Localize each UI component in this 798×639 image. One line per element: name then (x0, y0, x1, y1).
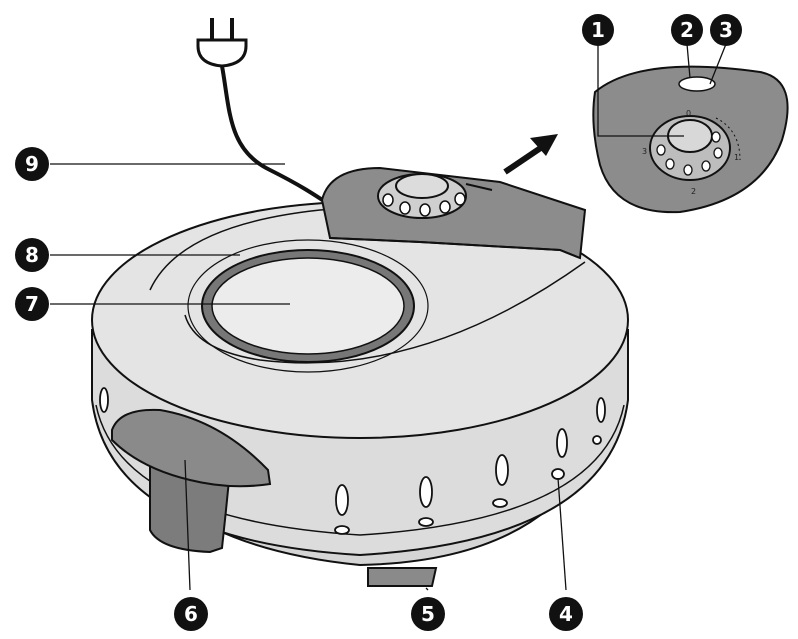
arrow-icon (503, 134, 558, 175)
indicator-light (678, 76, 716, 92)
callout-1: 1 (582, 14, 614, 46)
dial-mark-3: 3 (642, 147, 647, 156)
dial-mark-0: 0 (686, 109, 691, 118)
foot (367, 567, 438, 587)
svg-text:6: 6 (184, 602, 198, 626)
inset-dial: 0 1 2 3 (642, 109, 741, 196)
callout-2: 2 (671, 14, 703, 46)
svg-text:8: 8 (25, 243, 39, 267)
callout-9: 9 (15, 147, 49, 181)
svg-text:9: 9 (25, 152, 39, 176)
vent-slots (99, 387, 606, 535)
svg-text:5: 5 (421, 602, 435, 626)
leader-lines (50, 42, 727, 591)
svg-text:3: 3 (719, 18, 733, 42)
power-plug-icon (196, 18, 248, 68)
callout-6: 6 (174, 597, 208, 631)
callout-4: 4 (549, 597, 583, 631)
callout-5: 5 (411, 597, 445, 631)
power-cord (220, 65, 332, 207)
control-panel (320, 166, 587, 260)
svg-text:7: 7 (25, 292, 39, 316)
dial-mark-1: 1 (734, 153, 739, 162)
callout-8: 8 (15, 238, 49, 272)
callout-7: 7 (15, 287, 49, 321)
viewing-window (187, 239, 429, 373)
handle (111, 408, 272, 554)
dial-mark-2: 2 (691, 187, 696, 196)
inset-control-panel: 0 1 2 3 (592, 65, 789, 214)
svg-text:4: 4 (559, 602, 573, 626)
callout-3: 3 (710, 14, 742, 46)
svg-text:2: 2 (680, 18, 694, 42)
svg-text:1: 1 (591, 18, 605, 42)
